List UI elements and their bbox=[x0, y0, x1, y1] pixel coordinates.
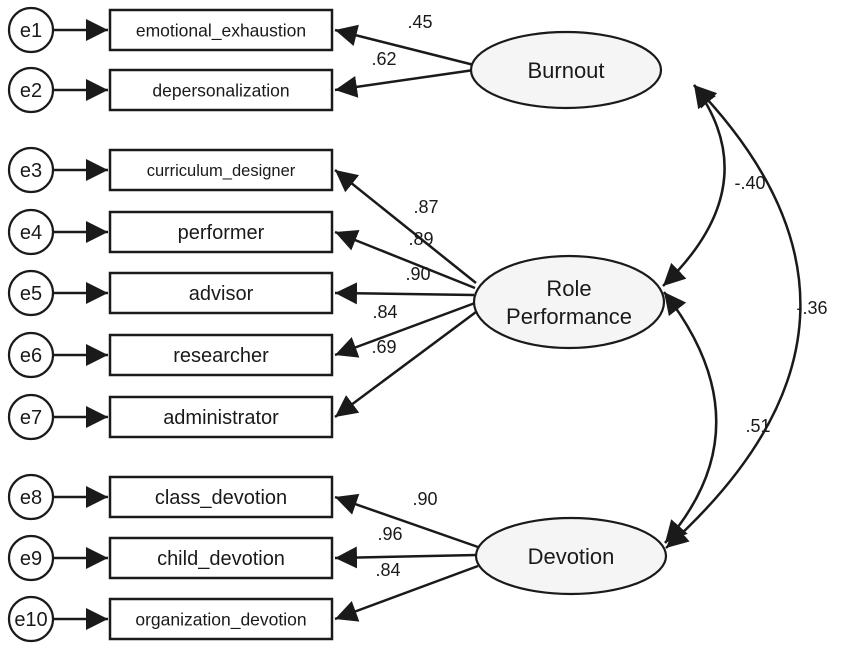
covariance-arc-burnout-role bbox=[662, 84, 726, 287]
indicator-curriculum-designer: curriculum_designer bbox=[108, 148, 334, 192]
error-term-e1: e1 bbox=[7, 6, 55, 54]
loading-arrow bbox=[334, 310, 477, 419]
latent-ellipse bbox=[472, 254, 666, 350]
indicator-performer: performer bbox=[108, 210, 334, 254]
latent-devotion: Devotion bbox=[474, 516, 668, 596]
loading-value: .87 bbox=[413, 197, 438, 217]
indicator-label: emotional_exhaustion bbox=[136, 20, 306, 41]
indicator-box bbox=[108, 8, 334, 52]
error-label: e6 bbox=[20, 345, 42, 367]
error-term-e10: e10 bbox=[7, 595, 55, 643]
error-term-e3: e3 bbox=[7, 146, 55, 194]
latent-label: Burnout bbox=[527, 58, 604, 83]
covariance-value: .51 bbox=[745, 416, 770, 436]
indicator-advisor: advisor bbox=[108, 271, 334, 315]
error-label: e5 bbox=[20, 283, 42, 305]
indicator-box bbox=[108, 210, 334, 254]
latent-ellipse bbox=[474, 516, 668, 596]
indicator-label: researcher bbox=[173, 345, 269, 367]
indicator-box bbox=[108, 333, 334, 377]
error-label: e3 bbox=[20, 160, 42, 182]
loading-value: .84 bbox=[372, 302, 397, 322]
error-term-e4: e4 bbox=[7, 208, 55, 256]
latent-burnout: Burnout bbox=[469, 30, 663, 110]
error-term-e9: e9 bbox=[7, 534, 55, 582]
error-circle bbox=[7, 595, 55, 643]
error-label: e2 bbox=[20, 80, 42, 102]
loading-arrow bbox=[334, 493, 479, 549]
indicator-label: advisor bbox=[189, 283, 254, 305]
covariance-value: -.40 bbox=[734, 173, 765, 193]
loading-value: .62 bbox=[371, 49, 396, 69]
indicator-child-devotion: child_devotion bbox=[108, 536, 334, 580]
loading-value: .89 bbox=[408, 229, 433, 249]
error-circle bbox=[7, 269, 55, 317]
error-circle bbox=[7, 146, 55, 194]
indicator-box bbox=[108, 395, 334, 439]
latent-label: Role bbox=[546, 276, 591, 301]
indicator-researcher: researcher bbox=[108, 333, 334, 377]
indicator-box bbox=[108, 597, 334, 641]
error-term-e7: e7 bbox=[7, 393, 55, 441]
indicator-label: performer bbox=[178, 222, 265, 244]
indicator-label: child_devotion bbox=[157, 548, 285, 570]
error-circle bbox=[7, 393, 55, 441]
loading-value: .84 bbox=[375, 560, 400, 580]
error-circle bbox=[7, 473, 55, 521]
latent-ellipse bbox=[469, 30, 663, 110]
error-circle bbox=[7, 66, 55, 114]
indicator-class-devotion: class_devotion bbox=[108, 475, 334, 519]
error-term-e5: e5 bbox=[7, 269, 55, 317]
loading-value: .90 bbox=[412, 489, 437, 509]
indicator-box bbox=[108, 148, 334, 192]
error-circle bbox=[7, 534, 55, 582]
error-circle bbox=[7, 208, 55, 256]
latent-label: Performance bbox=[506, 304, 632, 329]
loading-arrow bbox=[334, 169, 477, 284]
error-circle bbox=[7, 331, 55, 379]
error-label: e1 bbox=[20, 20, 42, 42]
loading-arrow bbox=[334, 282, 475, 305]
loading-value: .69 bbox=[371, 337, 396, 357]
indicator-box bbox=[108, 68, 334, 112]
loading-arrow bbox=[334, 546, 478, 569]
covariance-arc-burnout-devotion bbox=[665, 84, 802, 549]
error-term-e2: e2 bbox=[7, 66, 55, 114]
loading-arrow bbox=[334, 229, 476, 290]
indicator-box bbox=[108, 475, 334, 519]
loading-arrow bbox=[334, 301, 476, 358]
error-label: e9 bbox=[20, 548, 42, 570]
error-label: e8 bbox=[20, 487, 42, 509]
loading-arrow bbox=[334, 68, 475, 98]
error-term-e6: e6 bbox=[7, 331, 55, 379]
latent-label: Devotion bbox=[528, 544, 615, 569]
loading-arrow bbox=[334, 564, 479, 622]
error-label: e7 bbox=[20, 407, 42, 429]
covariance-value: -.36 bbox=[796, 298, 827, 318]
error-label: e4 bbox=[20, 222, 42, 244]
error-circle bbox=[7, 6, 55, 54]
loading-arrow bbox=[334, 24, 475, 67]
indicator-box bbox=[108, 536, 334, 580]
indicator-label: depersonalization bbox=[152, 80, 289, 100]
error-term-e8: e8 bbox=[7, 473, 55, 521]
indicator-organization-devotion: organization_devotion bbox=[108, 597, 334, 641]
indicator-label: organization_devotion bbox=[135, 609, 306, 630]
loading-value: .96 bbox=[377, 524, 402, 544]
error-label: e10 bbox=[14, 609, 47, 631]
loading-value: .45 bbox=[407, 12, 432, 32]
indicator-emotional-exhaustion: emotional_exhaustion bbox=[108, 8, 334, 52]
indicator-box bbox=[108, 271, 334, 315]
loading-value: .90 bbox=[405, 264, 430, 284]
indicator-label: class_devotion bbox=[155, 487, 287, 509]
indicator-depersonalization: depersonalization bbox=[108, 68, 334, 112]
indicator-label: administrator bbox=[163, 407, 279, 429]
indicator-administrator: administrator bbox=[108, 395, 334, 439]
indicator-label: curriculum_designer bbox=[147, 162, 296, 180]
